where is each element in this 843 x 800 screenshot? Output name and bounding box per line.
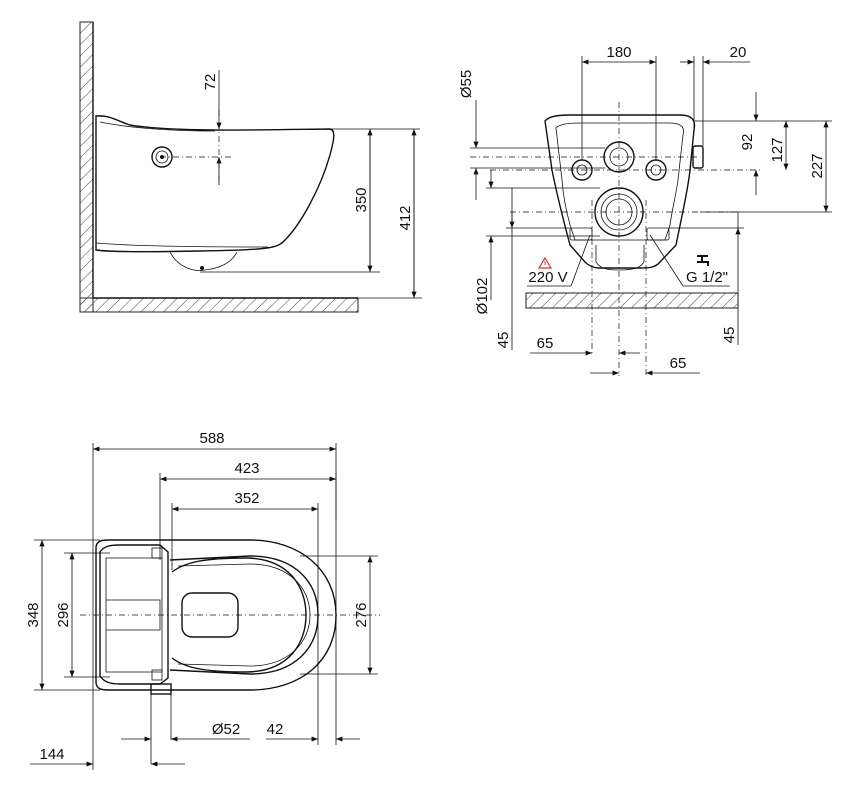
front-view: 180 20 Ø55 92 127 227 Ø102: [458, 44, 832, 376]
label-water: G 1/2": [686, 269, 728, 286]
dim-296-label: 296: [55, 602, 72, 627]
bowl-rear-outline: [544, 114, 696, 269]
dim-350-label: 350: [353, 187, 370, 212]
supply-pipe: [150, 683, 172, 695]
dim-180-label: 180: [606, 44, 631, 61]
floor-hatch-front: [525, 292, 739, 309]
dim-d55-label: Ø55: [458, 70, 475, 98]
dim-588-label: 588: [199, 430, 224, 447]
flush-button-icon: [151, 146, 173, 168]
dim-92-label: 92: [739, 134, 756, 151]
dim-20-label: 20: [730, 44, 747, 61]
dim-352-label: 352: [234, 490, 259, 507]
dim-45-left-label: 45: [495, 332, 512, 349]
dim-45-right-label: 45: [721, 327, 738, 344]
dim-72-label: 72: [202, 74, 219, 91]
dim-65-right-label: 65: [670, 355, 687, 372]
dim-227-label: 227: [809, 153, 826, 178]
dim-d52-label: Ø52: [212, 721, 240, 738]
dim-127-label: 127: [769, 137, 786, 162]
dim-412-label: 412: [397, 205, 414, 230]
warning-triangle-icon: [537, 256, 553, 269]
label-power: 220 V: [528, 269, 567, 286]
dim-423-label: 423: [234, 460, 259, 477]
dim-276-label: 276: [353, 602, 370, 627]
side-view: 72 350 412: [79, 21, 422, 313]
dim-65-left-label: 65: [537, 335, 554, 352]
bowl-side-profile: [95, 115, 335, 253]
water-tap-icon: [697, 255, 709, 266]
top-view: 588 423 352 348 296 276 Ø52 42: [25, 430, 380, 770]
dim-42-label: 42: [267, 721, 284, 738]
dim-348-label: 348: [25, 602, 42, 627]
wall-hatch: [79, 21, 94, 313]
dim-d102-label: Ø102: [474, 278, 491, 315]
floor-hatch: [79, 297, 359, 313]
dim-144-label: 144: [39, 746, 64, 763]
